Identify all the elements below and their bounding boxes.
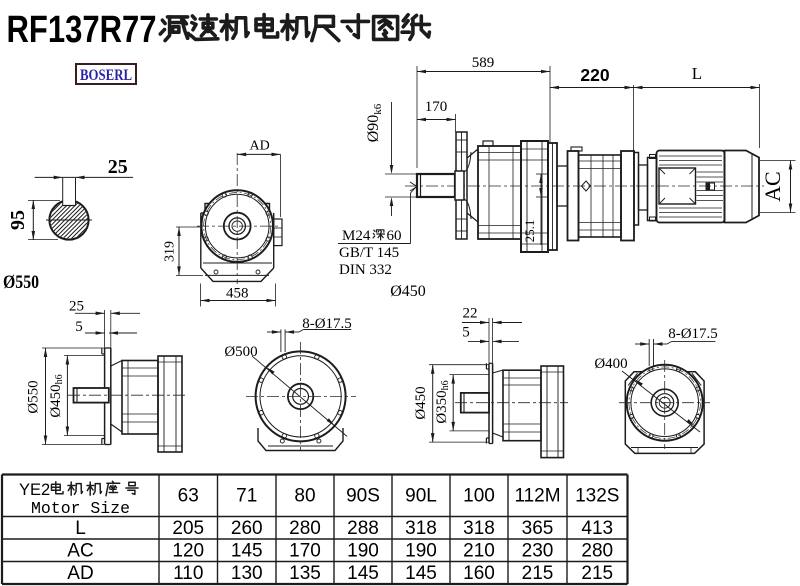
svg-text:160: 160	[463, 563, 495, 584]
svg-text:AD: AD	[249, 139, 269, 154]
svg-text:25.1: 25.1	[522, 220, 537, 243]
svg-text:145: 145	[231, 541, 263, 562]
svg-text:Ø350h6: Ø350h6	[434, 380, 451, 423]
svg-text:280: 280	[289, 518, 321, 539]
svg-text:145: 145	[405, 563, 437, 584]
svg-text:Ø500: Ø500	[224, 344, 257, 360]
svg-text:BOSERL: BOSERL	[80, 67, 132, 84]
svg-text:190: 190	[347, 541, 379, 562]
svg-text:L: L	[692, 64, 702, 83]
svg-text:280: 280	[581, 541, 613, 562]
svg-text:220: 220	[580, 65, 609, 85]
svg-text:90S: 90S	[346, 486, 380, 507]
svg-text:DIN 332: DIN 332	[339, 262, 392, 278]
svg-text:145: 145	[347, 563, 379, 584]
svg-text:Ø450: Ø450	[390, 283, 426, 300]
svg-text:L: L	[75, 518, 86, 539]
svg-text:5: 5	[75, 319, 83, 335]
svg-text:AC: AC	[67, 541, 93, 562]
svg-text:25: 25	[108, 156, 128, 178]
svg-text:413: 413	[581, 518, 613, 539]
svg-text:Ø400: Ø400	[594, 356, 627, 372]
svg-text:260: 260	[231, 518, 263, 539]
svg-text:318: 318	[405, 518, 437, 539]
svg-text:100: 100	[463, 486, 495, 507]
svg-text:365: 365	[522, 518, 554, 539]
svg-text:M24: M24	[342, 228, 371, 244]
svg-text:GB/T 145: GB/T 145	[339, 245, 399, 261]
svg-text:589: 589	[472, 55, 495, 71]
svg-text:215: 215	[522, 563, 554, 584]
svg-text:132S: 132S	[575, 486, 619, 507]
svg-text:318: 318	[463, 518, 495, 539]
svg-text:5: 5	[462, 325, 470, 341]
svg-text:YE2: YE2	[19, 481, 50, 499]
svg-text:110: 110	[173, 563, 203, 584]
svg-text:205: 205	[172, 518, 204, 539]
svg-text:8-Ø17.5: 8-Ø17.5	[668, 326, 718, 342]
svg-text:AD: AD	[67, 563, 93, 584]
svg-text:170: 170	[289, 541, 321, 562]
svg-text:Ø90k6: Ø90k6	[365, 103, 384, 142]
svg-text:190: 190	[405, 541, 437, 562]
svg-text:135: 135	[289, 563, 321, 584]
svg-text:95: 95	[7, 210, 29, 230]
svg-text:230: 230	[522, 541, 554, 562]
svg-text:319: 319	[163, 241, 178, 262]
svg-text:22: 22	[463, 306, 478, 322]
svg-text:AC: AC	[760, 171, 785, 202]
svg-text:130: 130	[231, 563, 263, 584]
svg-text:90L: 90L	[405, 486, 437, 507]
svg-text:80: 80	[294, 486, 315, 507]
svg-text:215: 215	[581, 563, 613, 584]
svg-text:Ø550: Ø550	[3, 272, 39, 293]
svg-text:458: 458	[226, 286, 249, 302]
svg-text:Ø450h6: Ø450h6	[48, 374, 65, 417]
svg-text:170: 170	[425, 99, 448, 115]
svg-text:RF137R77: RF137R77	[7, 9, 157, 51]
svg-text:Motor Size: Motor Size	[31, 499, 130, 518]
svg-text:Ø550: Ø550	[26, 380, 42, 413]
svg-text:112M: 112M	[514, 486, 560, 507]
svg-text:25: 25	[69, 299, 84, 315]
svg-text:120: 120	[172, 541, 204, 562]
svg-text:63: 63	[178, 486, 199, 507]
svg-text:71: 71	[236, 486, 257, 507]
svg-text:Ø450: Ø450	[413, 386, 429, 419]
svg-text:60: 60	[387, 228, 402, 244]
svg-text:288: 288	[347, 518, 379, 539]
svg-text:210: 210	[463, 541, 495, 562]
svg-text:8-Ø17.5: 8-Ø17.5	[302, 316, 352, 332]
